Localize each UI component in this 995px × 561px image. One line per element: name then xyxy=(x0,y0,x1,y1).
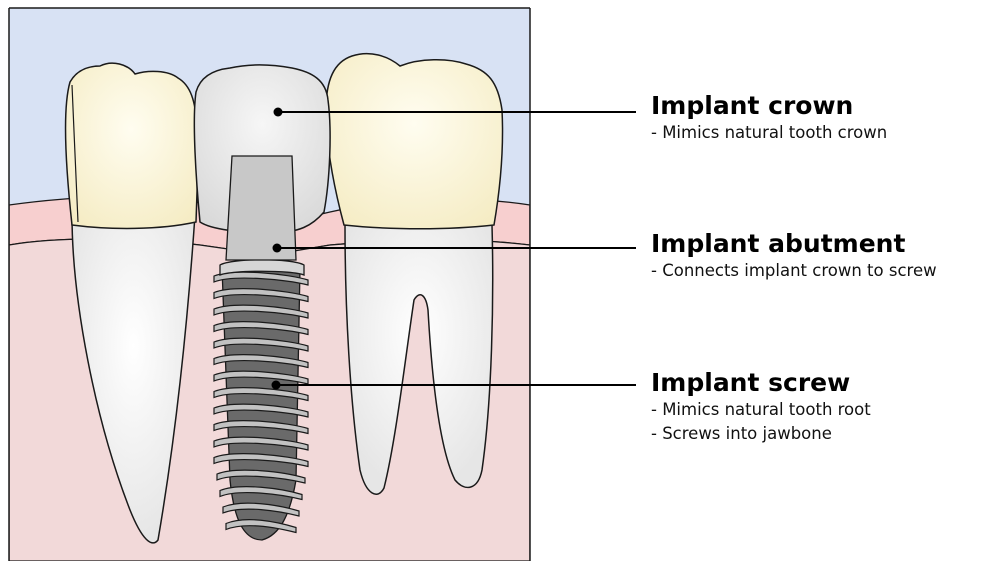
implant-abutment-post xyxy=(226,156,296,260)
left-tooth-crown xyxy=(66,63,198,228)
crown-label-title: Implant crown xyxy=(651,91,887,121)
crown-label-description: - Mimics natural tooth crown xyxy=(651,121,887,145)
screw-label-description-1: - Mimics natural tooth root xyxy=(651,398,871,422)
right-tooth-crown xyxy=(326,54,503,229)
abutment-label: Implant abutment - Connects implant crow… xyxy=(651,229,937,283)
screw-label: Implant screw - Mimics natural tooth roo… xyxy=(651,368,871,446)
screw-label-description-2: - Screws into jawbone xyxy=(651,422,871,446)
screw-label-title: Implant screw xyxy=(651,368,871,398)
crown-label: Implant crown - Mimics natural tooth cro… xyxy=(651,91,887,145)
abutment-label-title: Implant abutment xyxy=(651,229,937,259)
abutment-label-description: - Connects implant crown to screw xyxy=(651,259,937,283)
